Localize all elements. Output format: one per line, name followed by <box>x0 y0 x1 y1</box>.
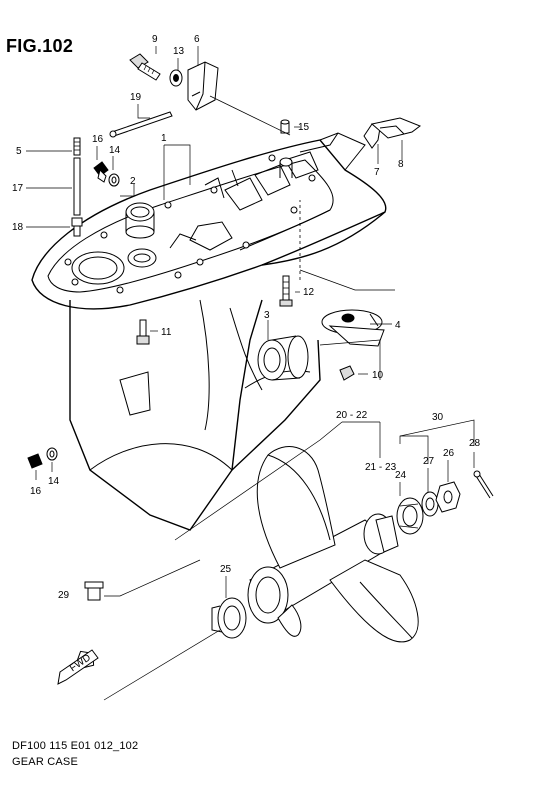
part-17-rod <box>73 157 81 216</box>
callout-9: 9 <box>152 34 158 45</box>
callout-21-23: 21 - 23 <box>365 462 397 473</box>
part-16-plug-upper <box>93 161 109 183</box>
fwd-arrow-icon: FWD <box>57 649 99 685</box>
callout-25: 25 <box>220 564 232 575</box>
callout-11: 11 <box>161 327 172 338</box>
callout-7: 7 <box>374 167 380 178</box>
part-24-spacer <box>396 497 424 535</box>
part-5-stud <box>73 137 81 156</box>
part-12-bolt <box>279 275 293 307</box>
callout-14-lower: 14 <box>48 476 60 487</box>
part-19-rod <box>109 111 173 138</box>
callout-2: 2 <box>130 176 136 187</box>
part-13-washer <box>169 69 183 87</box>
callout-12: 12 <box>303 287 315 298</box>
callout-5: 5 <box>16 146 22 157</box>
leader-lines <box>26 46 475 701</box>
part-9-bolt <box>129 53 161 81</box>
callout-30: 30 <box>432 412 444 423</box>
callout-27: 27 <box>423 456 435 467</box>
part-18-fitting <box>71 217 83 237</box>
part-3-seal <box>257 335 309 381</box>
callout-10: 10 <box>372 370 384 381</box>
callout-17: 17 <box>12 183 24 194</box>
part-11-bolt <box>136 319 150 345</box>
propeller <box>247 446 419 643</box>
callout-29: 29 <box>58 590 70 601</box>
part-7-bracket <box>363 117 422 149</box>
part-25-thrust-washer <box>211 597 247 639</box>
callout-19: 19 <box>130 92 142 103</box>
callout-1: 1 <box>161 133 167 144</box>
callout-13: 13 <box>173 46 185 57</box>
part-29-plug <box>84 581 104 601</box>
callout-20-22: 20 - 22 <box>336 410 368 421</box>
part-14-gasket-upper <box>108 173 120 187</box>
deck-bolt-holes <box>64 154 316 294</box>
figure-title: FIG.102 <box>6 36 74 56</box>
gear-case-housing <box>31 132 387 531</box>
footer-name: GEAR CASE <box>12 756 78 768</box>
callout-26: 26 <box>443 448 455 459</box>
footer-code: DF100 115 E01 012_102 <box>12 740 139 752</box>
part-28-cotter-pin <box>473 470 494 499</box>
part-27-washer <box>421 491 439 517</box>
part-26-nut <box>435 481 461 513</box>
part-6-cover <box>187 61 219 111</box>
callout-15: 15 <box>298 122 310 133</box>
callout-16-lower: 16 <box>30 486 42 497</box>
callout-labels: 9 13 6 19 15 1 16 14 5 2 17 18 7 8 12 3 … <box>12 34 481 601</box>
part-10-plug <box>339 365 355 381</box>
callout-24: 24 <box>395 470 407 481</box>
part-14-gasket-lower <box>46 447 58 461</box>
callout-6: 6 <box>194 34 200 45</box>
callout-16-upper: 16 <box>92 134 104 145</box>
part-16-plug-lower <box>27 453 43 469</box>
callout-28: 28 <box>469 438 481 449</box>
callout-4: 4 <box>395 320 401 331</box>
callout-14-upper: 14 <box>109 145 121 156</box>
part-15-dowel <box>280 119 290 134</box>
callout-8: 8 <box>398 159 404 170</box>
callout-3: 3 <box>264 310 270 321</box>
callout-18: 18 <box>12 222 24 233</box>
